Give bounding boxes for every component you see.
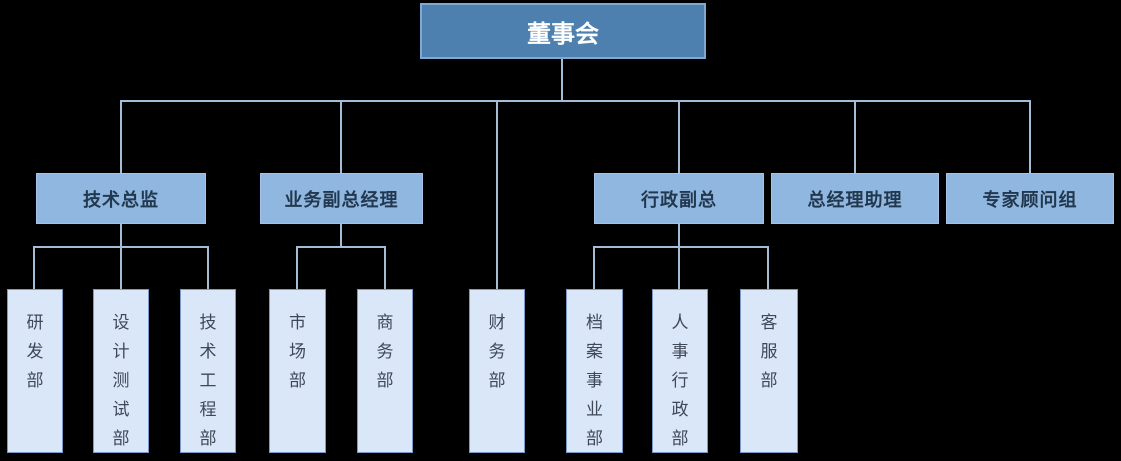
node-board-label: 董事会 [527, 20, 599, 48]
connector-drop-teceng [207, 246, 209, 289]
node-marketing-dept: 市场部 [269, 289, 326, 453]
connector-drop-finance [496, 100, 498, 289]
node-archives-dept-label: 档案事业部 [585, 313, 603, 448]
node-tech-engineering-dept: 技术工程部 [180, 289, 236, 453]
node-finance-dept: 财务部 [469, 289, 525, 453]
node-rd-dept-label: 研发部 [26, 313, 44, 390]
connector-root-stem [561, 59, 563, 100]
connector-drop-admin [678, 100, 680, 173]
connector-drop-expert [1029, 100, 1031, 173]
connector-drop-service [767, 246, 769, 289]
node-gm-assistant: 总经理助理 [771, 173, 939, 224]
node-design-test-dept: 设计测试部 [93, 289, 149, 453]
connector-tech-stem [120, 224, 122, 246]
node-tech-engineering-dept-label: 技术工程部 [199, 313, 217, 448]
node-design-test-dept-label: 设计测试部 [112, 313, 130, 448]
node-rd-dept: 研发部 [7, 289, 63, 453]
node-hr-admin-dept-label: 人事行政部 [671, 313, 689, 448]
connector-drop-hr [678, 246, 680, 289]
node-commerce-dept-label: 商务部 [376, 313, 394, 390]
node-admin-deputy: 行政副总 [594, 173, 764, 224]
node-finance-dept-label: 财务部 [488, 313, 506, 390]
node-hr-admin-dept: 人事行政部 [652, 289, 708, 453]
node-gm-assistant-label: 总经理助理 [807, 189, 903, 210]
node-board: 董事会 [420, 3, 706, 59]
node-marketing-dept-label: 市场部 [288, 313, 306, 390]
node-commerce-dept: 商务部 [357, 289, 413, 453]
connector-drop-marketing [296, 246, 298, 289]
node-business-deputy-gm-label: 业务副总经理 [284, 189, 399, 210]
connector-drop-archives [593, 246, 595, 289]
node-admin-deputy-label: 行政副总 [641, 189, 717, 210]
connector-drop-tech [120, 100, 122, 173]
node-business-deputy-gm: 业务副总经理 [260, 173, 423, 224]
connector-main-rail [120, 100, 1031, 102]
connector-admin-rail [593, 246, 769, 248]
connector-drop-design [120, 246, 122, 289]
connector-drop-commerce [384, 246, 386, 289]
connector-drop-business [340, 100, 342, 173]
node-tech-director: 技术总监 [36, 173, 206, 224]
node-customer-service-dept-label: 客服部 [760, 313, 778, 390]
connector-business-rail [296, 246, 386, 248]
connector-drop-assistant [854, 100, 856, 173]
connector-admin-stem [678, 224, 680, 246]
node-expert-advisors: 专家顾问组 [946, 173, 1114, 224]
node-expert-advisors-label: 专家顾问组 [982, 189, 1078, 210]
connector-drop-rd [33, 246, 35, 289]
node-tech-director-label: 技术总监 [83, 189, 159, 210]
node-archives-dept: 档案事业部 [566, 289, 623, 453]
node-customer-service-dept: 客服部 [740, 289, 798, 453]
connector-business-stem [340, 224, 342, 246]
